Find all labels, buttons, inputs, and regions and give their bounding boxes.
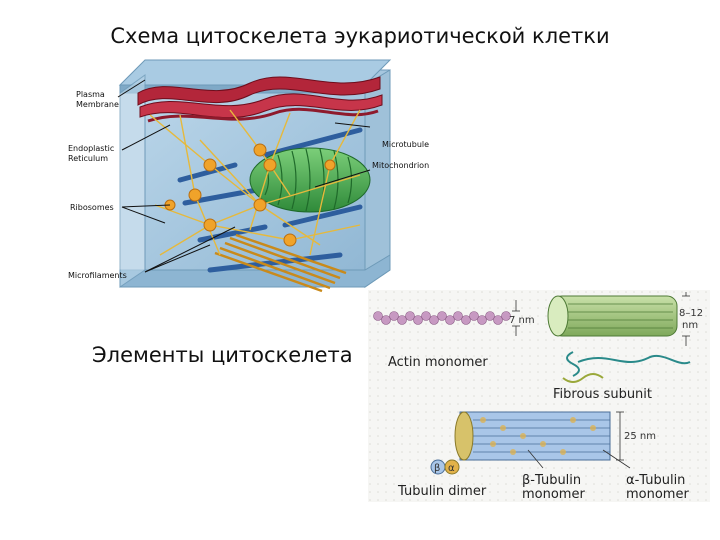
- label-mitochondrion: Mitochondrion: [372, 161, 429, 170]
- alpha-symbol: α: [448, 463, 455, 474]
- alpha-tubulin-label: α-Tubulin monomer: [626, 473, 690, 502]
- cell-cytoskeleton-diagram: Plasma Membrane Endoplastic Reticulum Ri…: [60, 55, 450, 300]
- mt-size-label: 25 nm: [624, 431, 656, 442]
- cytoskeleton-elements-diagram: 7 nm Actin monomer 8–12 nm Fibrous subun…: [368, 290, 710, 502]
- fibrous-subunit-shape: [562, 351, 691, 383]
- if-size-label: 8–12 nm: [679, 308, 706, 331]
- leader-lines: [117, 79, 371, 273]
- actin-dimension-bracket: [512, 300, 520, 336]
- ribosomes-shape: [164, 143, 336, 247]
- intermediate-filament-shape: [547, 295, 678, 337]
- beta-tubulin-label: β-Tubulin monomer: [522, 473, 585, 502]
- mitochondrion-shape: [249, 147, 371, 213]
- actin-monomer-label: Actin monomer: [388, 355, 488, 370]
- actin-size-label: 7 nm: [509, 315, 535, 326]
- label-microfilaments: Microfilaments: [68, 271, 127, 280]
- tubulin-dimer-shape: [430, 459, 460, 475]
- subtitle: Элементы цитоскелета: [92, 343, 353, 367]
- endoplasmic-reticulum-shape: [137, 76, 383, 123]
- label-plasma-membrane-line2: Membrane: [76, 100, 119, 109]
- tubulin-dimer-label: Tubulin dimer: [397, 484, 487, 499]
- label-plasma-membrane-line1: Plasma: [76, 90, 105, 99]
- page-title: Схема цитоскелета эукариотической клетки: [110, 24, 610, 48]
- label-plasma-membrane: Plasma Membrane: [76, 90, 119, 109]
- microtubule-shape: [454, 411, 611, 461]
- elements-leader-lines: [527, 449, 631, 469]
- if-dimension-bracket: [682, 292, 690, 346]
- label-microtubule: Microtubule: [382, 140, 429, 149]
- beta-symbol: β: [434, 463, 440, 474]
- fibrous-subunit-label: Fibrous subunit: [553, 387, 652, 402]
- actin-filament-shape: [373, 311, 511, 325]
- microfilaments-shape: [214, 233, 347, 293]
- cell-box-front: [119, 74, 146, 288]
- label-ribosomes: Ribosomes: [70, 203, 114, 212]
- label-endoplasmic-reticulum: Endoplastic Reticulum: [68, 144, 117, 163]
